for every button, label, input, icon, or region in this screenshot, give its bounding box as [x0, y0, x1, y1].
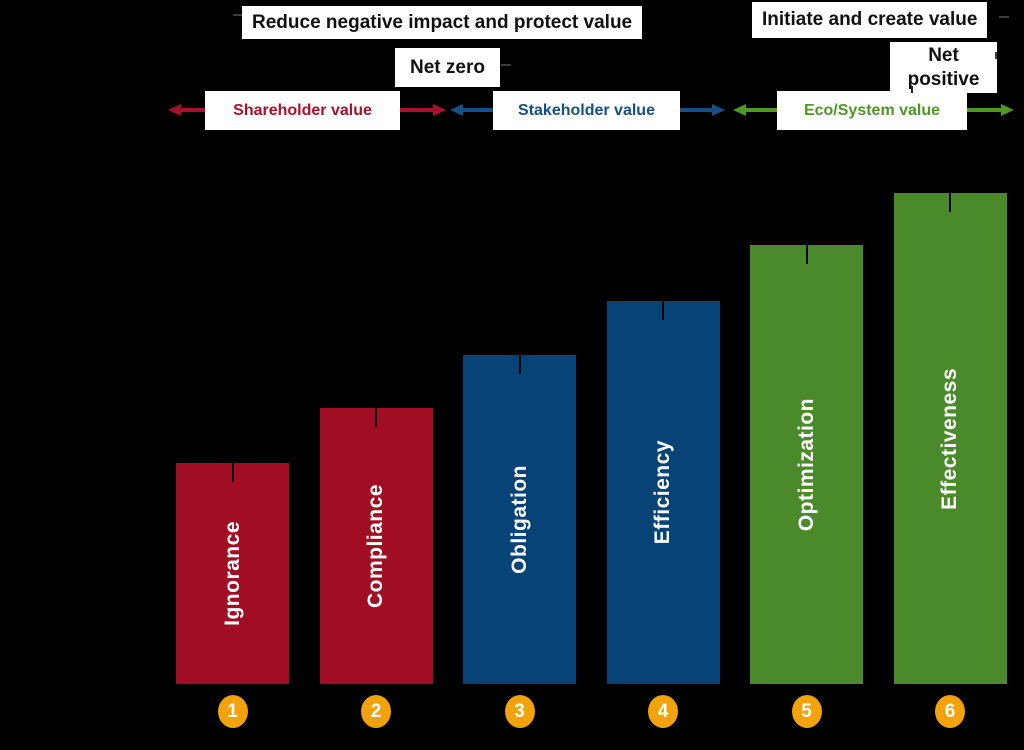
step-badge-6: 6	[935, 695, 965, 728]
stakeholder-right-arrow-icon	[680, 104, 725, 116]
bar-top-tick	[805, 245, 808, 264]
bar-top-tick	[518, 355, 521, 374]
bar-top-tick	[662, 301, 664, 320]
shareholder-value-label: Shareholder value	[205, 91, 400, 130]
bar-label: Effectiveness	[938, 367, 961, 510]
net-zero-label: Net zero	[395, 48, 500, 87]
bar-label: Compliance	[364, 483, 387, 609]
bar-effectiveness: Effectiveness	[893, 193, 1007, 684]
step-badge-2: 2	[361, 695, 391, 728]
shareholder-right-arrow-icon	[400, 104, 446, 116]
bar-top-tick	[949, 193, 951, 212]
bar-top-tick	[375, 408, 377, 427]
shareholder-left-arrow-icon	[168, 104, 205, 116]
bar-label: Optimization	[794, 397, 818, 532]
net-positive-line1: Net	[928, 44, 959, 66]
curve-remnant	[999, 16, 1009, 18]
ecosystem-right-arrow-icon	[967, 104, 1014, 116]
stakeholder-left-arrow-icon	[450, 104, 493, 116]
stakeholder-value-label: Stakeholder value	[493, 91, 680, 130]
bar-label: Efficiency	[651, 440, 674, 545]
step-badge-4: 4	[648, 695, 678, 728]
net-positive-line2: positive	[907, 68, 980, 90]
curve-remnant	[995, 52, 997, 59]
ecosystem-left-arrow-icon	[733, 104, 777, 116]
initiate-create-label: Initiate and create value	[752, 2, 988, 38]
bar-efficiency: Efficiency	[606, 301, 720, 684]
step-badge-5: 5	[791, 695, 822, 728]
curve-remnant	[233, 14, 242, 16]
reduce-impact-label: Reduce negative impact and protect value	[242, 6, 643, 39]
step-badge-3: 3	[504, 695, 535, 728]
bar-compliance: Compliance	[319, 408, 433, 684]
net-positive-label: Net positive	[890, 42, 997, 93]
ecosystem-value-label: Eco/System value	[777, 91, 967, 130]
bar-label: Obligation	[507, 465, 531, 574]
bar-optimization: Optimization	[750, 245, 863, 684]
step-badge-1: 1	[217, 695, 248, 728]
bar-obligation: Obligation	[463, 355, 576, 684]
bar-top-tick	[231, 463, 234, 482]
curve-remnant	[501, 64, 511, 66]
bar-ignorance: Ignorance	[176, 463, 289, 684]
bar-label: Ignorance	[220, 521, 244, 626]
curve-remnant	[911, 86, 913, 93]
